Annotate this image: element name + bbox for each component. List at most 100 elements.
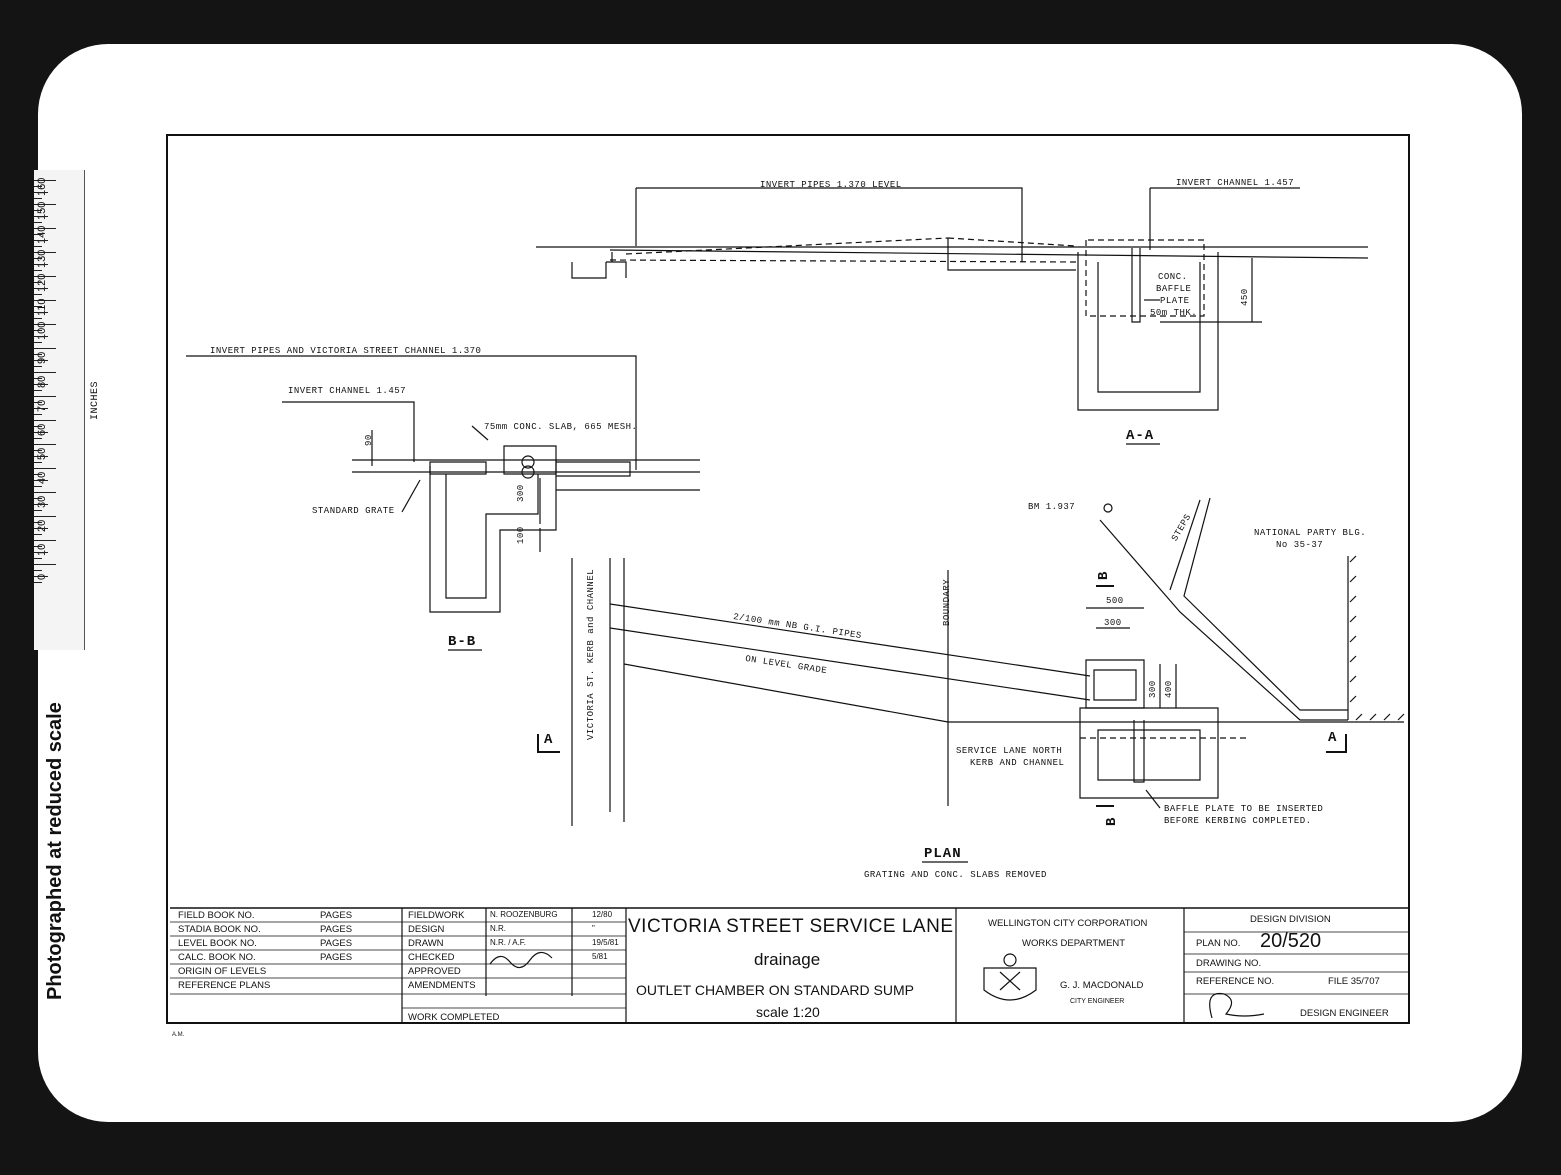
plan-boundary-label: BOUNDARY <box>942 578 952 626</box>
title-block-role: APPROVED <box>408 966 461 977</box>
ruler-minor-tick <box>34 306 42 307</box>
ruler-minor-tick <box>34 558 42 559</box>
bm-marker <box>1103 503 1113 513</box>
plan-dim-300-vertical: 300 <box>1148 680 1158 698</box>
aa-chamber-outer <box>1077 252 1219 411</box>
title-block-label: REFERENCE PLANS <box>178 980 271 991</box>
title-block-role: FIELDWORK <box>408 910 465 921</box>
plan-steps-right <box>1183 497 1348 711</box>
plan-no-value: 20/520 <box>1260 930 1322 952</box>
checked-signature <box>489 951 553 969</box>
ruler-minor-tick <box>34 480 48 481</box>
ruler-minor-tick <box>34 474 42 475</box>
aa-invert-channel-label: INVERT CHANNEL 1.457 <box>1176 178 1295 188</box>
bb-leader-invert-channel <box>282 401 415 462</box>
section-marker-b-top-label: B <box>1096 570 1112 580</box>
ruler-minor-tick <box>34 546 42 547</box>
reference-no-label: REFERENCE NO. <box>1196 976 1275 987</box>
aa-mid-step <box>947 238 1076 271</box>
crest-shield <box>983 967 1037 1001</box>
ruler-minor-tick <box>34 504 48 505</box>
bb-sump-inner <box>445 474 539 599</box>
ruler-minor-tick <box>34 282 42 283</box>
ruler-minor-tick <box>34 336 48 337</box>
plan-service-lane-label-2: KERB AND CHANNEL <box>970 758 1065 768</box>
ruler-minor-tick <box>34 534 42 535</box>
ruler-minor-tick <box>34 378 42 379</box>
ruler-minor-tick <box>34 222 42 223</box>
drawing-title: OUTLET CHAMBER ON STANDARD SUMP <box>636 982 914 998</box>
ruler-major-tick <box>34 564 56 565</box>
ruler-minor-tick <box>34 186 42 187</box>
plan-steps-edge <box>1169 499 1201 591</box>
ruler-major-tick <box>34 444 56 445</box>
title-block-role: CHECKED <box>408 952 455 963</box>
ruler-minor-tick <box>34 246 42 247</box>
ruler-minor-tick <box>34 402 42 403</box>
aa-road-line-2 <box>609 249 1369 259</box>
tb-main-dividers <box>625 908 1185 1024</box>
ruler-major-tick <box>34 396 56 397</box>
title-block-label: CALC. BOOK NO. <box>178 952 256 963</box>
ruler-minor-tick <box>34 384 48 385</box>
plan-no-label: PLAN NO. <box>1196 938 1241 949</box>
building-hatch <box>1349 555 1405 721</box>
bb-invert-channel-label: INVERT CHANNEL 1.457 <box>288 386 407 396</box>
plan-sump-inner <box>1097 729 1201 781</box>
work-completed-label: WORK COMPLETED <box>408 1012 500 1023</box>
drawing-border <box>166 134 1410 1024</box>
bb-slab <box>503 445 557 475</box>
plan-baffle-note-2: BEFORE KERBING COMPLETED. <box>1164 816 1312 826</box>
bb-dim-100: 100 <box>516 526 526 544</box>
bb-pipe-section-2 <box>521 465 535 479</box>
ruler-minor-tick <box>34 456 48 457</box>
ruler-minor-tick <box>34 288 48 289</box>
bb-sump-outer <box>429 460 557 613</box>
bb-slab-leader <box>471 425 489 441</box>
plan-subtitle: GRATING AND CONC. SLABS REMOVED <box>864 870 1047 880</box>
bb-section-title: B-B <box>448 634 477 650</box>
drawing-sheet <box>38 44 1522 1122</box>
title-block-role: AMENDMENTS <box>408 980 476 991</box>
aa-baffle-label-4: 50m THK. <box>1150 308 1198 318</box>
ruler-major-tick <box>34 180 56 181</box>
title-block-pages: PAGES <box>320 910 353 921</box>
plan-baffle <box>1133 720 1145 783</box>
bb-pipe-section-1 <box>521 455 535 469</box>
title-block-name: N. ROOZENBURG <box>490 910 558 919</box>
ruler-minor-tick <box>34 438 42 439</box>
section-marker-a-right-label: A <box>1328 730 1338 746</box>
ruler-minor-tick <box>34 552 48 553</box>
plan-service-lane-label-1: SERVICE LANE NORTH <box>956 746 1063 756</box>
ruler-minor-tick <box>34 486 42 487</box>
file-number: FILE 35/707 <box>1328 976 1380 987</box>
aa-pipe-dashed-1 <box>609 259 1077 263</box>
aa-chamber-inner <box>1097 262 1201 393</box>
plan-grade-line <box>623 663 949 723</box>
plan-pipe-1 <box>609 603 1091 677</box>
drafter-initials: A.M. <box>172 1032 185 1038</box>
ruler-major-tick <box>34 540 56 541</box>
bb-leader-invert-victoria <box>186 355 637 470</box>
drawing-no-label: DRAWING NO. <box>1196 958 1262 969</box>
org-department: WORKS DEPARTMENT <box>1022 938 1126 949</box>
design-engineer-label: DESIGN ENGINEER <box>1300 1008 1389 1019</box>
aa-baffle-label-3: PLATE <box>1160 296 1190 306</box>
title-block-label: ORIGIN OF LEVELS <box>178 966 267 977</box>
title-block-label: FIELD BOOK NO. <box>178 910 255 921</box>
project-title: VICTORIA STREET SERVICE LANE <box>628 916 954 937</box>
plan-victoria-kerb-label: VICTORIA ST. KERB and CHANNEL <box>586 568 596 740</box>
plan-baffle-note-1: BAFFLE PLATE TO BE INSERTED <box>1164 804 1324 814</box>
ruler-major-tick <box>34 492 56 493</box>
ruler-major-tick <box>34 348 56 349</box>
aa-baffle-label-2: BAFFLE <box>1156 284 1192 294</box>
bb-grate <box>429 461 487 475</box>
ruler-minor-tick <box>34 342 42 343</box>
aa-left-step <box>606 261 627 278</box>
plan-national-label-2: No 35-37 <box>1276 540 1324 550</box>
aa-invert-pipes-label: INVERT PIPES 1.370 LEVEL <box>760 180 902 190</box>
ruler-minor-tick <box>34 432 48 433</box>
plan-chamber-inner <box>1093 669 1137 701</box>
tb-right-rows <box>1184 931 1410 995</box>
